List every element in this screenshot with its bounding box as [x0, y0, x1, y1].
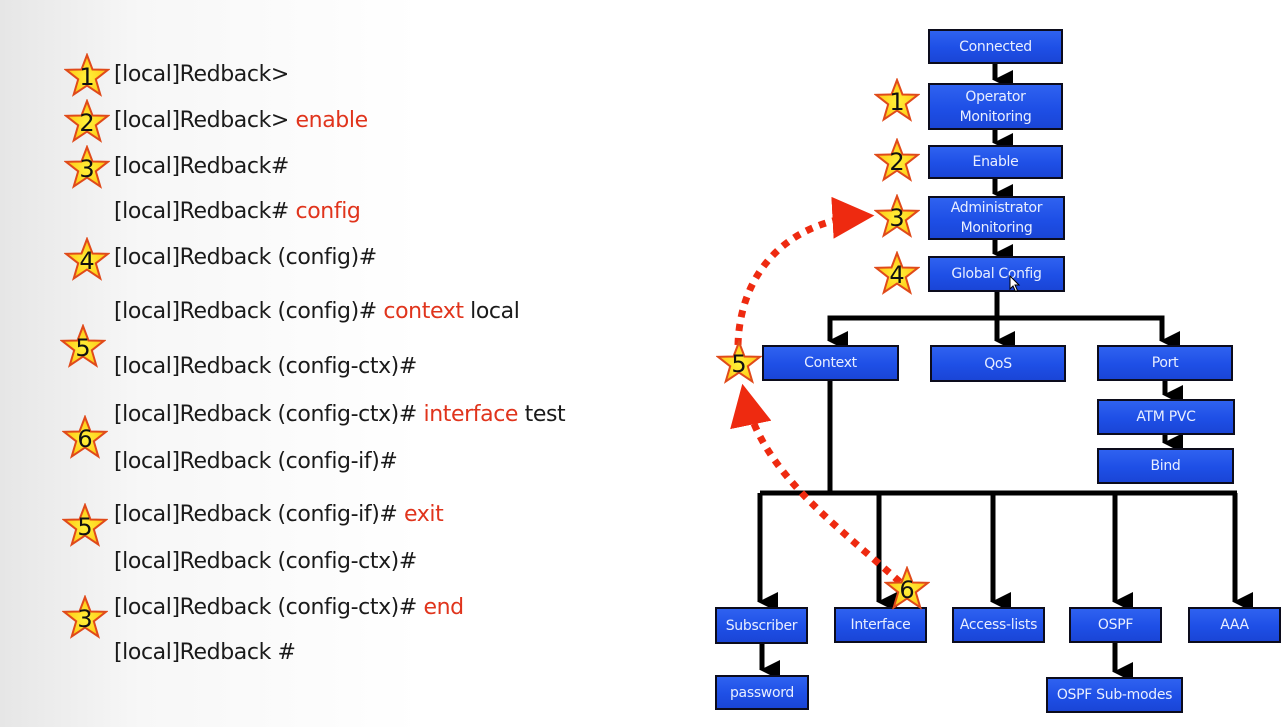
- command-keyword: config: [295, 199, 361, 224]
- command-keyword: end: [423, 595, 465, 620]
- step-star-5: 5: [60, 324, 106, 368]
- command-line: [local]Redback (config-ctx)#: [114, 549, 417, 574]
- step-star-3b: 3: [62, 595, 108, 639]
- node-aaa: AAA: [1188, 607, 1281, 643]
- command-keyword: interface: [423, 402, 519, 427]
- command-line: [local]Redback>: [114, 62, 289, 87]
- command-line: [local]Redback (config-if)# exit: [114, 502, 444, 527]
- command-keyword: exit: [404, 502, 444, 527]
- step-star-1: 1: [64, 53, 110, 97]
- node-atm-pvc: ATM PVC: [1097, 399, 1235, 435]
- command-line: [local]Redback #: [114, 640, 296, 665]
- command-line: [local]Redback# config: [114, 199, 361, 224]
- node-bind: Bind: [1097, 448, 1234, 484]
- tree-connectors: [757, 63, 1253, 682]
- command-keyword: enable: [295, 108, 369, 133]
- node-ospf-sub-modes: OSPF Sub-modes: [1046, 677, 1183, 713]
- node-global-config: Global Config: [928, 256, 1065, 292]
- node-operator-monitoring: Operator Monitoring: [928, 83, 1063, 130]
- command-line: [local]Redback (config-ctx)# interface t…: [114, 402, 566, 427]
- node-context: Context: [762, 345, 899, 381]
- command-line: [local]Redback (config-if)#: [114, 449, 398, 474]
- step-star-2: 2: [64, 99, 110, 143]
- command-keyword: context: [383, 299, 464, 324]
- diagram-star-1: 1: [874, 78, 920, 122]
- step-star-3: 3: [64, 145, 110, 189]
- command-sequence: 1 [local]Redback> 2 [local]Redback> enab…: [0, 0, 640, 727]
- command-line: [local]Redback> enable: [114, 108, 368, 133]
- node-qos: QoS: [930, 345, 1066, 382]
- command-line: [local]Redback#: [114, 154, 289, 179]
- diagram-star-6: 6: [884, 566, 930, 610]
- dotted-arrow-context-to-admin: [734, 196, 875, 346]
- node-subscriber: Subscriber: [715, 607, 808, 644]
- node-administrator-monitoring: Administrator Monitoring: [928, 196, 1065, 240]
- diagram-star-3: 3: [874, 194, 920, 238]
- node-connected: Connected: [928, 29, 1063, 64]
- command-line: [local]Redback (config)# context local: [114, 299, 520, 324]
- node-enable: Enable: [928, 145, 1063, 179]
- node-interface: Interface: [834, 607, 927, 643]
- node-password: password: [715, 675, 809, 710]
- dotted-arrow-interface-to-context: [730, 383, 903, 585]
- diagram-star-4: 4: [874, 251, 920, 295]
- command-line: [local]Redback (config-ctx)# end: [114, 595, 464, 620]
- step-star-5b: 5: [62, 503, 108, 547]
- diagram-star-2: 2: [874, 138, 920, 182]
- node-ospf: OSPF: [1069, 607, 1162, 643]
- node-port: Port: [1097, 345, 1233, 381]
- command-line: [local]Redback (config-ctx)#: [114, 354, 417, 379]
- mouse-cursor-icon: [1009, 275, 1021, 293]
- command-line: [local]Redback (config)#: [114, 245, 377, 270]
- step-star-6: 6: [62, 415, 108, 459]
- node-access-lists: Access-lists: [952, 607, 1045, 643]
- diagram-star-5: 5: [716, 340, 762, 384]
- step-star-4: 4: [64, 237, 110, 281]
